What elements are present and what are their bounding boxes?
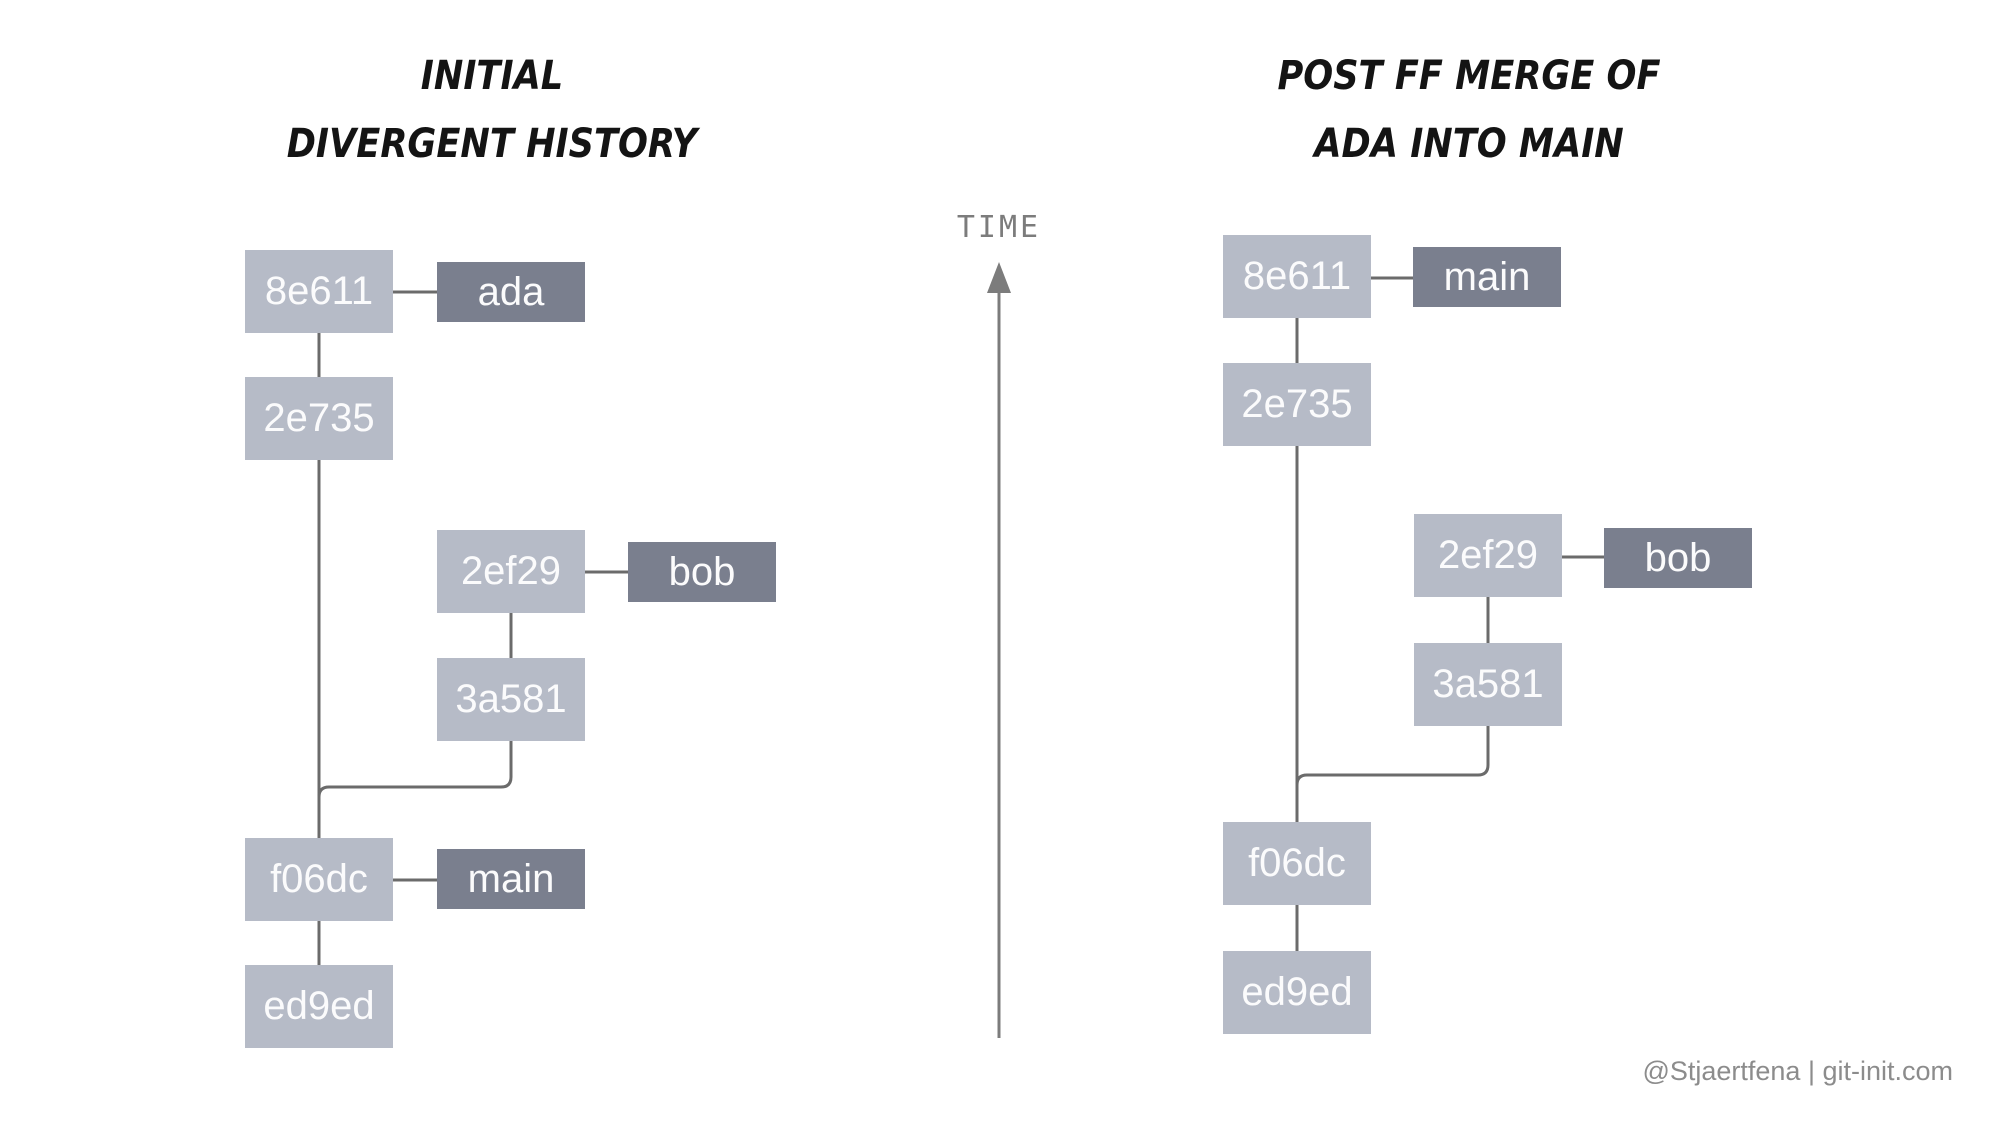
edge-right-3a581-merge — [1295, 725, 1490, 786]
time-axis-label: TIME — [956, 210, 1042, 245]
left-commit-box-f06dc: f06dc — [245, 838, 393, 921]
edge-left-3a581-merge — [317, 740, 513, 798]
left-commit-box-3a581: 3a581 — [437, 658, 585, 741]
left-title-line-1: INITIAL — [420, 53, 564, 99]
right-commit-box-ed9ed: ed9ed — [1223, 951, 1371, 1034]
left-branch-label-bob: bob — [628, 542, 776, 602]
right-title-line-1: POST FF MERGE OF — [1277, 53, 1661, 99]
right-commit-box-2e735: 2e735 — [1223, 363, 1371, 446]
left-commit-box-2ef29: 2ef29 — [437, 530, 585, 613]
credit-watermark: @Stjaertfena | git-init.com — [1642, 1056, 1953, 1086]
left-branch-label-main: main — [437, 849, 585, 909]
left-commit-box-ed9ed: ed9ed — [245, 965, 393, 1048]
right-commit-box-8e611: 8e611 — [1223, 235, 1371, 318]
right-commit-box-3a581: 3a581 — [1414, 643, 1562, 726]
left-commit-box-2e735: 2e735 — [245, 377, 393, 460]
left-title-line-2: DIVERGENT HISTORY — [286, 121, 698, 167]
time-axis-arrowhead-icon — [987, 262, 1011, 293]
left-commit-box-8e611: 8e611 — [245, 250, 393, 333]
left-branch-label-ada: ada — [437, 262, 585, 322]
right-commit-box-2ef29: 2ef29 — [1414, 514, 1562, 597]
right-branch-label-main: main — [1413, 247, 1561, 307]
right-branch-label-bob: bob — [1604, 528, 1752, 588]
left-diagram-title: INITIAL DIVERGENT HISTORY — [192, 42, 792, 178]
right-commit-box-f06dc: f06dc — [1223, 822, 1371, 905]
right-diagram-title: POST FF MERGE OF ADA INTO MAIN — [1169, 42, 1769, 178]
right-title-line-2: ADA INTO MAIN — [1314, 121, 1624, 167]
